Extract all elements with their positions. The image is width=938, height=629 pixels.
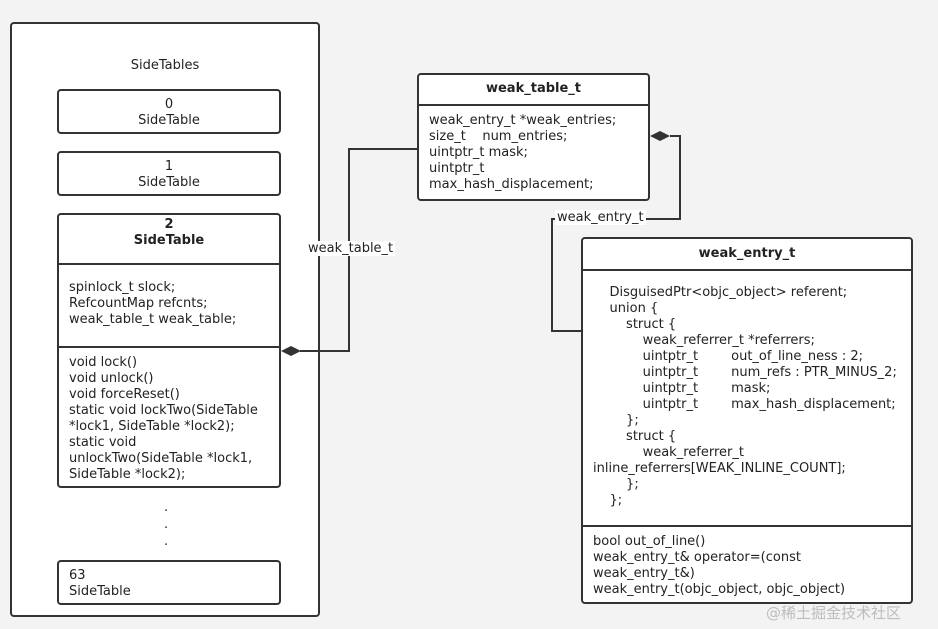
sidetable-63-index: 63 [69,568,86,583]
field-line: }; [593,413,639,428]
weak-entry-header: weak_entry_t [583,239,911,271]
method-line: *lock1, SideTable *lock2); [69,419,235,434]
sidetable-0-box[interactable]: 0 SideTable [57,89,281,134]
composition-diamond-icon [281,346,301,356]
method-line: SideTable *lock2); [69,467,186,482]
composition-diamond-icon [650,131,670,141]
method-line: bool out_of_line() [593,534,706,549]
edge-label-weak-entry: weak_entry_t [555,210,646,225]
field-line: weak_referrer_t [593,445,744,460]
field-line: uintptr_t [429,161,485,176]
field-line: weak_entry_t *weak_entries; [429,113,617,128]
ellipsis-dot: . [164,517,169,532]
field-line: }; [593,477,639,492]
field-line: uintptr_t out_of_line_ness : 2; [593,349,863,364]
field-line: inline_referrers[WEAK_INLINE_COUNT]; [593,461,846,476]
field-line: uintptr_t max_hash_displacement; [593,397,896,412]
field-line: union { [593,301,659,316]
sidetables-title: SideTables [130,58,200,73]
method-line: void unlock() [69,371,154,386]
sidetable-1-box[interactable]: 1 SideTable [57,151,281,196]
weak-table-class[interactable]: weak_table_t weak_entry_t *weak_entries;… [417,73,650,201]
method-line: void forceReset() [69,387,180,402]
method-line: weak_entry_t(objc_object, objc_object) [593,582,846,597]
field-line: max_hash_displacement; [429,177,594,192]
sidetable-63-box[interactable]: 63 SideTable [57,560,281,605]
field-line: spinlock_t slock; [69,280,176,295]
field-line: DisguisedPtr<objc_object> referent; [593,285,848,300]
field-line: struct { [593,317,677,332]
sidetable-2-index: 2 [164,217,174,232]
method-line: unlockTwo(SideTable *lock1, [69,451,253,466]
weak-entry-fields: DisguisedPtr<objc_object> referent; unio… [583,271,911,525]
sidetable-63-name: SideTable [69,584,131,599]
weak-entry-class[interactable]: weak_entry_t DisguisedPtr<objc_object> r… [581,237,913,604]
sidetable-1-index: 1 [164,159,174,174]
sidetable-2-methods: void lock() void unlock() void forceRese… [59,346,279,486]
field-line: size_t num_entries; [429,129,568,144]
edge-label-weak-table: weak_table_t [306,241,396,256]
sidetable-2-class[interactable]: 2 SideTable spinlock_t slock; RefcountMa… [57,213,281,488]
field-line: }; [593,493,623,508]
field-line: uintptr_t mask; [429,145,528,160]
method-line: weak_entry_t& operator=(const [593,550,801,565]
field-line: weak_table_t weak_table; [69,312,237,327]
field-line: RefcountMap refcnts; [69,296,208,311]
field-line: weak_referrer_t *referrers; [593,333,815,348]
sidetable-2-fields: spinlock_t slock; RefcountMap refcnts; w… [59,265,279,346]
field-line: uintptr_t num_refs : PTR_MINUS_2; [593,365,897,380]
method-line: void lock() [69,355,138,370]
field-line: struct { [593,429,677,444]
weak-table-header: weak_table_t [419,75,648,106]
weak-entry-methods: bool out_of_line() weak_entry_t& operato… [583,525,911,602]
sidetable-0-name: SideTable [138,113,200,128]
sidetable-2-header: 2 SideTable [59,215,279,265]
method-line: static void lockTwo(SideTable [69,403,258,418]
sidetable-0-index: 0 [164,97,174,112]
field-line: uintptr_t mask; [593,381,771,396]
sidetable-2-name: SideTable [133,233,205,248]
ellipsis-dot: . [164,500,169,515]
ellipsis-dot: . [164,534,169,549]
weak-table-fields: weak_entry_t *weak_entries; size_t num_e… [419,106,648,199]
method-line: static void [69,435,137,450]
sidetable-1-name: SideTable [138,175,200,190]
composition-edge-weak-entry [551,135,681,332]
watermark-text: @稀土掘金技术社区 [766,604,902,622]
method-line: weak_entry_t&) [593,566,695,581]
